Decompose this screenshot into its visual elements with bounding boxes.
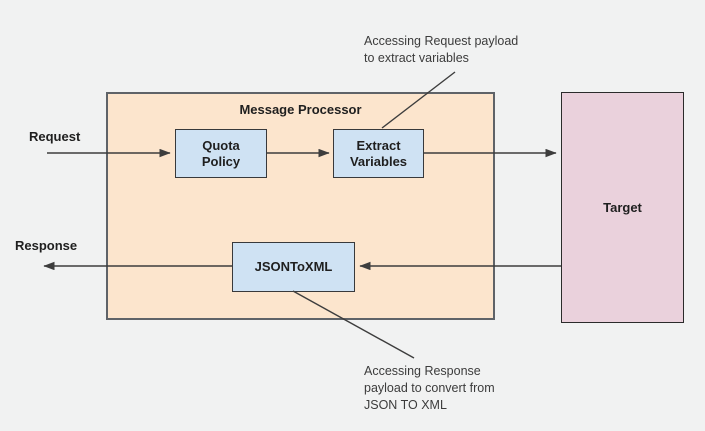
json-to-xml-node: JSONToXML	[232, 242, 355, 292]
quota-policy-node: Quota Policy	[175, 129, 267, 178]
request-label: Request	[29, 129, 81, 144]
message-processor-title: Message Processor	[239, 102, 362, 117]
extract-variables-node: Extract Variables	[333, 129, 424, 178]
target-node: Target	[561, 92, 684, 323]
response-label: Response	[15, 238, 78, 253]
annotation-request-payload: Accessing Request payload to extract var…	[364, 34, 519, 65]
annotation-response-payload: Accessing Response payload to convert fr…	[364, 364, 495, 412]
